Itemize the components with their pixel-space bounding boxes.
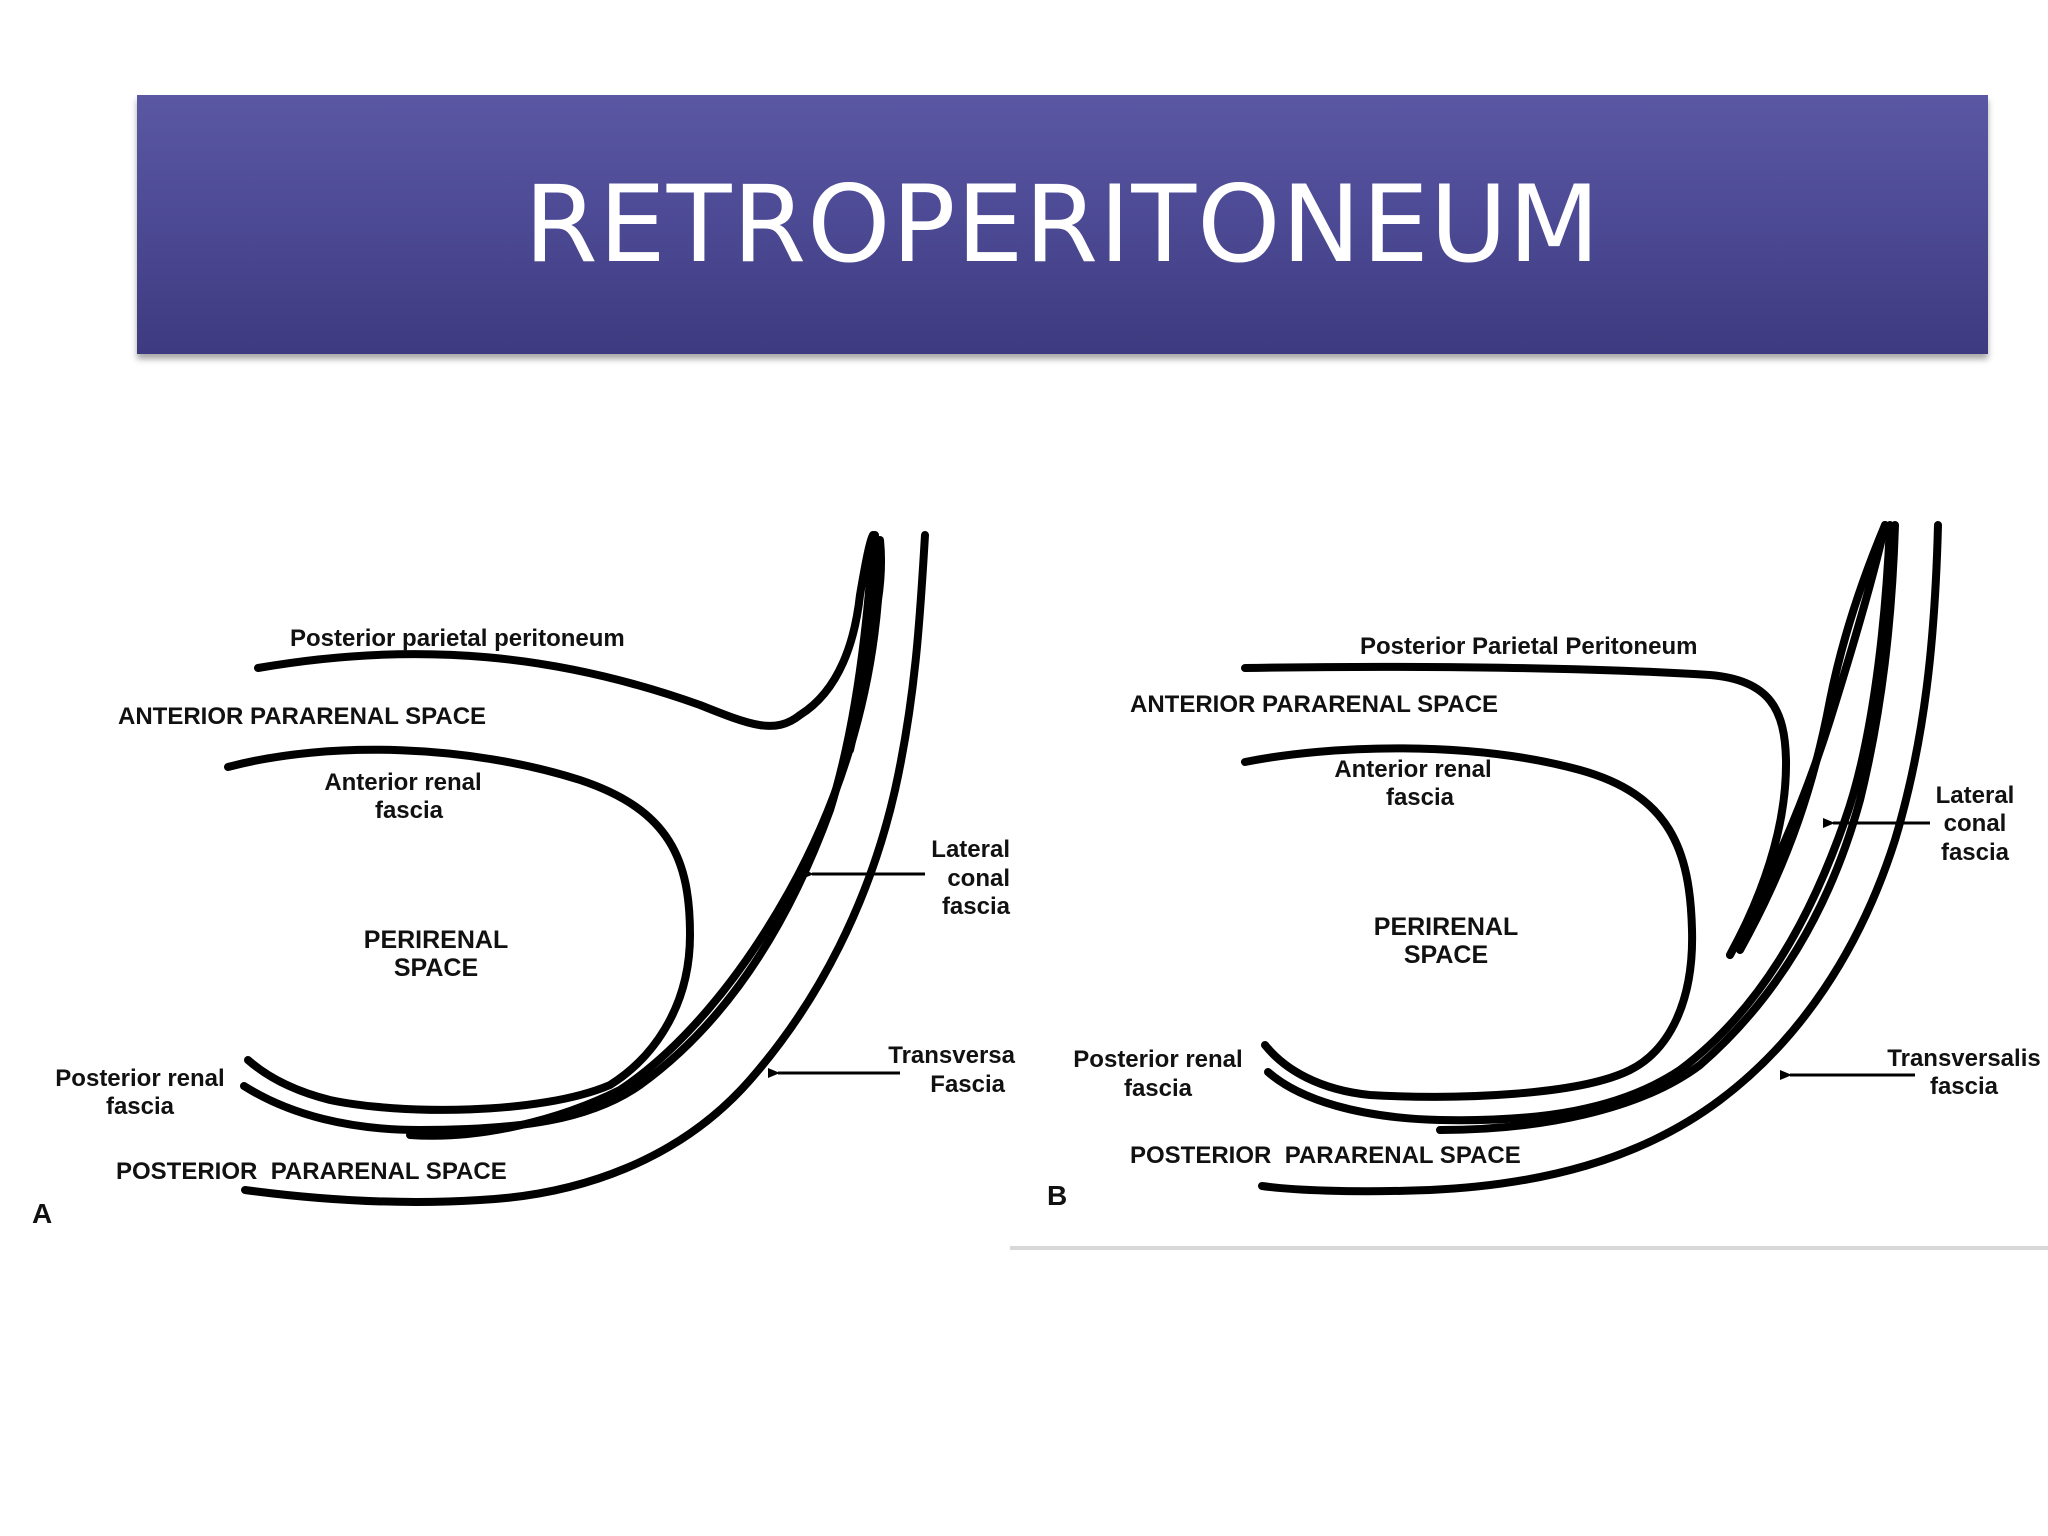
panel-a-lateral-conal-fascia-line xyxy=(406,536,886,1140)
panel-a-lateral-conal-label-line1: Lateral xyxy=(931,836,1010,863)
panel-a-posterior-pararenal-space-label: POSTERIOR PARARENAL SPACE xyxy=(116,1158,507,1185)
panel-b-lateral-conal-label-line1: Lateral xyxy=(1936,782,2015,809)
panel-b-transversalis-label-line2: fascia xyxy=(1930,1073,1999,1100)
panel-b-anterior-pararenal-space-label: ANTERIOR PARARENAL SPACE xyxy=(1130,691,1498,718)
panel-a-letter: A xyxy=(32,1198,52,1229)
panel-a-posterior-parietal-peritoneum-line xyxy=(254,531,877,730)
panel-b-letter: B xyxy=(1047,1180,1067,1211)
panel-b-lateral-conal-label-line3: fascia xyxy=(1941,839,2010,866)
panel-b-anterior-renal-label-line1: Anterior renal xyxy=(1334,756,1491,783)
panel-b-perirenal-label-line2: SPACE xyxy=(1404,941,1488,969)
panel-a-lateral-conal-label-line3: fascia xyxy=(942,893,1011,920)
panel-a-anterior-renal-label-line1: Anterior renal xyxy=(324,769,481,796)
panel-b-lateral-conal-label-line2: conal xyxy=(1944,810,2007,837)
panel-b-posterior-renal-label-line2: fascia xyxy=(1124,1075,1193,1102)
panel-a-posterior-renal-label-line1: Posterior renal xyxy=(55,1065,224,1092)
panel-a: Posterior parietal peritoneum ANTERIOR P… xyxy=(32,531,1016,1229)
slide-title: RETROPERITONEUM xyxy=(524,163,1601,286)
panel-b-posterior-renal-label-line1: Posterior renal xyxy=(1073,1046,1242,1073)
panel-a-anterior-renal-label-line2: fascia xyxy=(375,797,444,824)
panel-b-perirenal-label-line1: PERIRENAL xyxy=(1374,913,1518,941)
panel-a-perirenal-label-line2: SPACE xyxy=(394,954,478,982)
panel-b-transversalis-label-line1: Transversalis xyxy=(1887,1045,2040,1072)
panel-a-transversalis-label-line1: Transversa xyxy=(888,1042,1015,1069)
panel-a-upper-fascia-line xyxy=(846,536,879,754)
panel-a-perirenal-label-line1: PERIRENAL xyxy=(364,926,508,954)
panel-b-transversalis-fascia-line xyxy=(1258,521,1942,1196)
panel-a-anterior-pararenal-space-label: ANTERIOR PARARENAL SPACE xyxy=(118,703,486,730)
panel-b-posterior-parietal-peritoneum-label: Posterior Parietal Peritoneum xyxy=(1360,633,1697,660)
panel-b-lateral-conal-top-line xyxy=(1736,521,1889,954)
panel-b-posterior-parietal-peritoneum-line xyxy=(1241,662,1791,959)
panel-a-transversalis-fascia-line xyxy=(241,531,929,1206)
title-banner: RETROPERITONEUM xyxy=(137,95,1988,354)
panel-a-transversalis-label-line2: Fascia xyxy=(930,1071,1005,1098)
panel-a-lateral-conal-label-line2: conal xyxy=(947,865,1010,892)
panel-b-anterior-renal-fascia-line xyxy=(1241,744,1697,1101)
panel-b-lateral-conal-outer-line xyxy=(1436,521,1899,1134)
panel-b-anterior-renal-label-line2: fascia xyxy=(1386,784,1455,811)
panel-b-posterior-renal-fascia-line xyxy=(1264,521,1894,1125)
panel-b: Posterior Parietal Peritoneum ANTERIOR P… xyxy=(1010,521,2048,1250)
panel-a-posterior-renal-label-line2: fascia xyxy=(106,1093,175,1120)
panel-a-anterior-renal-fascia-line xyxy=(224,745,694,1114)
panel-b-posterior-pararenal-space-label: POSTERIOR PARARENAL SPACE xyxy=(1130,1142,1521,1169)
panel-a-posterior-parietal-peritoneum-label: Posterior parietal peritoneum xyxy=(290,625,625,652)
